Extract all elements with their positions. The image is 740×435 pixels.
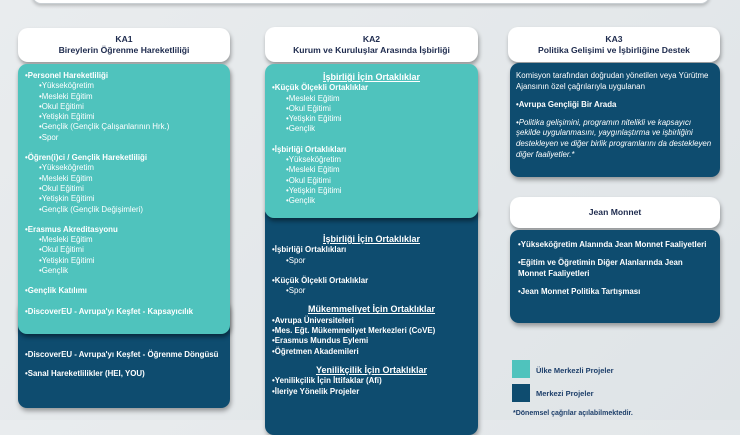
group-heading: •Küçük Ölçekli Ortaklıklar [272,275,369,285]
ka1-code: KA1 [115,34,133,44]
list-item: •Yükseköğretim Alanında Jean Monnet Faal… [518,240,707,249]
ka2-header: KA2 Kurum ve Kuruluşlar Arasında İşbirli… [265,27,478,62]
list-item: •Gençlik [39,266,69,276]
list-item: •Jean Monnet Politika Tartışması [518,286,641,296]
spacer [272,266,471,276]
spacer [272,135,471,145]
spacer [25,143,223,153]
ka3-item: •Avrupa Gençliği Bir Arada [516,100,617,110]
list-item: •Erasmus Mundus Eylemi [272,336,369,346]
list-item: •Spor [286,255,306,265]
spacer [25,297,223,307]
ka2-central-box: İşbirliği İçin Ortaklıklar•İşbirliği Ort… [265,205,478,435]
section-title: İşbirliği İçin Ortaklıklar [322,234,421,244]
list-item: •Yetişkin Eğitimi [286,185,342,195]
list-item: •Gençlik (Gençlik Değişimleri) [39,204,144,214]
ka3-note: •Politika gelişimini, programın nitelikl… [516,117,712,159]
list-item: •Avrupa Üniversiteleri [272,315,354,325]
list-item: •İleriye Yönelik Projeler [272,386,360,396]
spacer [25,360,223,369]
section-title: Yenilikçilik İçin Ortaklıklar [315,364,428,375]
spacer [518,279,712,287]
legend-swatch-central [512,384,530,402]
spacer [25,215,223,225]
list-item: •Yetişkin Eğitimi [286,114,342,124]
ka2-title: Kurum ve Kuruluşlar Arasında İşbirliği [293,44,450,55]
list-item: •Mesleki Eğitim [39,91,93,101]
group-heading: •Küçük Ölçekli Ortaklıklar [272,83,369,93]
list-item: •Yükseköğretim [286,155,341,165]
group-heading: •İşbirliği Ortaklıkları [272,245,347,255]
group-heading: •İşbirliği Ortaklıkları [272,144,347,154]
list-item: •Mesleki Eğitim [39,173,93,183]
ka1-title: Bireylerin Öğrenme Hareketliliği [58,45,190,55]
ka1-national-box: •Personel Hareketliliği•Yükseköğretim•Me… [18,64,230,334]
group-heading: •Öğren(i)ci / Gençlik Hareketliliği [25,153,148,163]
spacer [518,250,712,258]
list-item: •Yetişkin Eğitimi [39,194,95,204]
list-item: •Yenilikçilik İçin İttifaklar (Afi) [272,376,382,386]
section-title: İşbirliği İçin Ortaklıklar [322,72,421,82]
list-item: •Gençlik [286,124,316,134]
list-item: •Yetişkin Eğitimi [39,255,95,265]
list-item: •Mes. Eğt. Mükemmeliyet Merkezleri (CoVE… [272,326,436,336]
list-item: •Okul Eğitimi [286,175,331,185]
list-item: •Mesleki Eğitim [286,165,340,175]
list-item: •Yükseköğretim [39,163,94,173]
legend-swatch-national [512,360,530,378]
jm-box: •Yükseköğretim Alanında Jean Monnet Faal… [510,230,720,323]
jm-title: Jean Monnet [588,207,642,217]
ka3-intro: Komisyon tarafından doğrudan yönetilen v… [516,71,709,91]
ka3-box: Komisyon tarafından doğrudan yönetilen v… [510,63,720,177]
list-item: •Spor [286,286,306,296]
list-item: •Öğretmen Akademileri [272,346,359,356]
list-item: •Sanal Hareketlilikler (HEI, YOU) [25,369,145,379]
jm-header: Jean Monnet [510,197,720,228]
ka3-code: KA3 [605,33,623,44]
list-item: •DiscoverEU - Avrupa'yı Keşfet - Öğrenme… [25,350,219,359]
legend-label-national: Ülke Merkezli Projeler [536,366,614,375]
ka3-header: KA3 Politika Gelişimi ve İşbirliğine Des… [508,27,720,62]
ka2-national-box: İşbirliği İçin Ortaklıklar•Küçük Ölçekli… [265,64,478,218]
list-item: •Spor [39,132,59,142]
list-item: •Gençlik [286,196,316,206]
spacer [25,276,223,286]
footnote: *Dönemsel çağrılar açılabilmektedir. [513,410,633,417]
ka1-header: KA1 Bireylerin Öğrenme Hareketliliği [18,28,230,62]
group-heading: •Gençlik Katılımı [25,286,87,296]
list-item: •Okul Eğitimi [39,101,84,111]
list-item: •Okul Eğitimi [39,183,84,193]
group-heading: •DiscoverEU - Avrupa'yı Keşfet - Kapsayı… [25,306,194,316]
legend-label-central: Merkezi Projeler [536,389,594,398]
list-item: •Yükseköğretim [39,81,94,91]
group-heading: •Erasmus Akreditasyonu [25,224,118,234]
list-item: •Yetişkin Eğitimi [39,112,95,122]
list-item: •Eğitim ve Öğretimin Diğer Alanlarında J… [518,258,683,278]
section-title: Mükemmeliyet İçin Ortaklıklar [307,304,436,315]
list-item: •Mesleki Eğitim [286,93,340,103]
top-banner [32,0,710,4]
group-heading: •Personel Hareketliliği [25,71,109,80]
ka2-code: KA2 [362,33,381,44]
list-item: •Okul Eğitimi [286,103,331,113]
list-item: •Mesleki Eğitim [39,235,93,245]
list-item: •Gençlik (Gençlik Çalışanlarının Hrk.) [39,122,170,132]
list-item: •Okul Eğitimi [39,245,84,255]
ka3-title: Politika Gelişimi ve İşbirliğine Destek [538,44,690,55]
